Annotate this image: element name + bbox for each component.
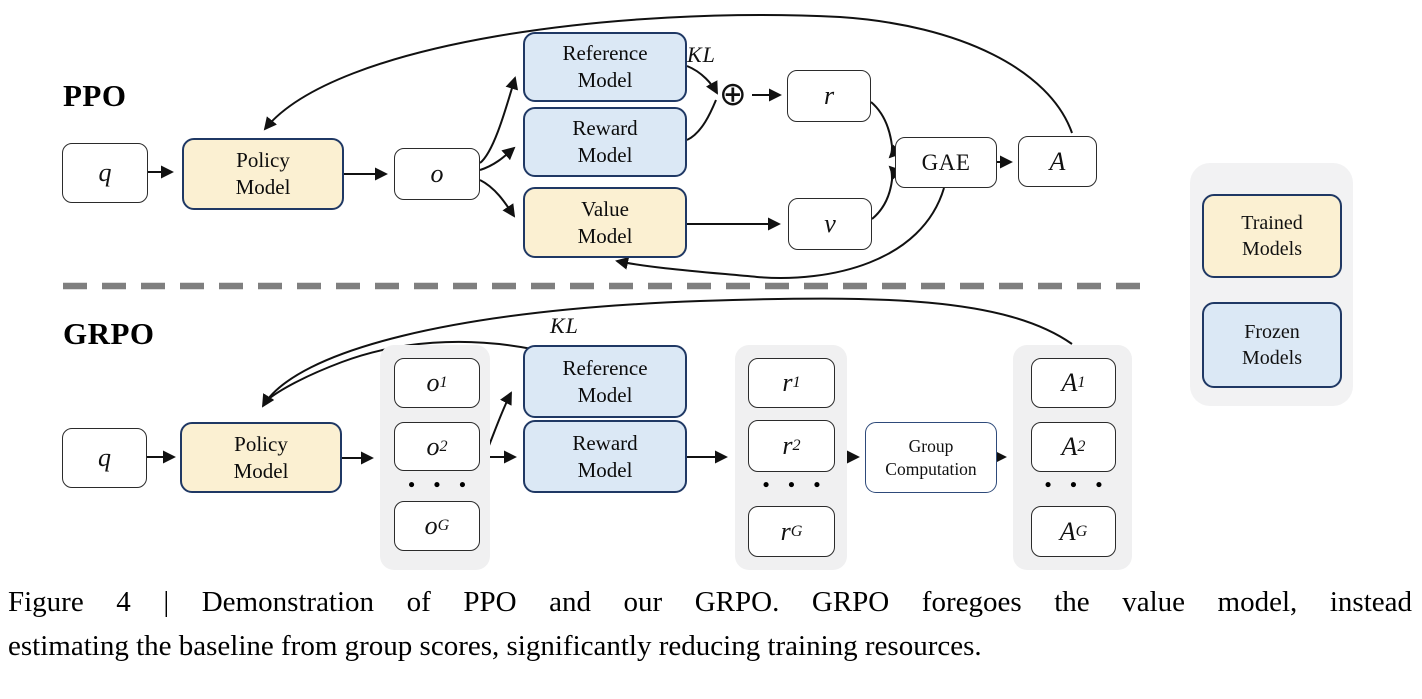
ppo-reward-model-box: Reward Model — [523, 107, 687, 177]
legend-trained-models: Trained Models — [1202, 194, 1342, 278]
grpo-arrow-outputs-to-reference — [487, 391, 512, 449]
grpo-kl-label: KL — [550, 313, 579, 338]
grpo-reward-model-box: Reward Model — [523, 420, 687, 493]
caption-line-1: Figure 4 | Demonstration of PPO and our … — [8, 586, 1412, 618]
ppo-section-label: PPO — [63, 78, 127, 113]
grpo-group-computation-box: Group Computation — [865, 422, 997, 493]
ppo-kl-label: KL — [687, 42, 716, 67]
ppo-o-node: o — [394, 148, 480, 200]
ppo-r-node: r — [787, 70, 871, 122]
ppo-arrow-r-to-gae — [870, 101, 903, 159]
ppo-gae-node: GAE — [895, 137, 997, 188]
ppo-arrow-o-to-reference — [479, 76, 519, 164]
ppo-arrow-o-to-value — [479, 179, 516, 218]
grpo-rewards-ellipsis: • • • — [762, 475, 828, 496]
legend-frozen-models: Frozen Models — [1202, 302, 1342, 388]
ppo-A-node: A — [1018, 136, 1097, 187]
ppo-reference-model-box: Reference Model — [523, 32, 687, 102]
ppo-arrow-v-to-gae — [871, 165, 903, 220]
ppo-arrow-o-to-reward — [479, 146, 516, 171]
ppo-arrow-reward-to-oplus — [686, 99, 717, 141]
oplus-icon: ⊕ — [719, 77, 747, 113]
grpo-q-node: q — [62, 428, 147, 488]
ppo-policy-model-box: Policy Model — [182, 138, 344, 210]
grpo-outputs-ellipsis: • • • — [408, 475, 473, 496]
grpo-reference-model-box: Reference Model — [523, 345, 687, 418]
ppo-q-node: q — [62, 143, 148, 203]
grpo-advantages-ellipsis: • • • — [1044, 475, 1110, 496]
ppo-v-node: v — [788, 198, 872, 250]
figure-caption: Figure 4 | Demonstration of PPO and our … — [8, 581, 1412, 668]
ppo-value-model-box: Value Model — [523, 187, 687, 258]
grpo-policy-model-box: Policy Model — [180, 422, 342, 493]
caption-line-2: estimating the baseline from group score… — [8, 629, 982, 662]
ppo-arrow-reference-to-oplus — [686, 65, 718, 95]
grpo-section-label: GRPO — [63, 316, 155, 351]
